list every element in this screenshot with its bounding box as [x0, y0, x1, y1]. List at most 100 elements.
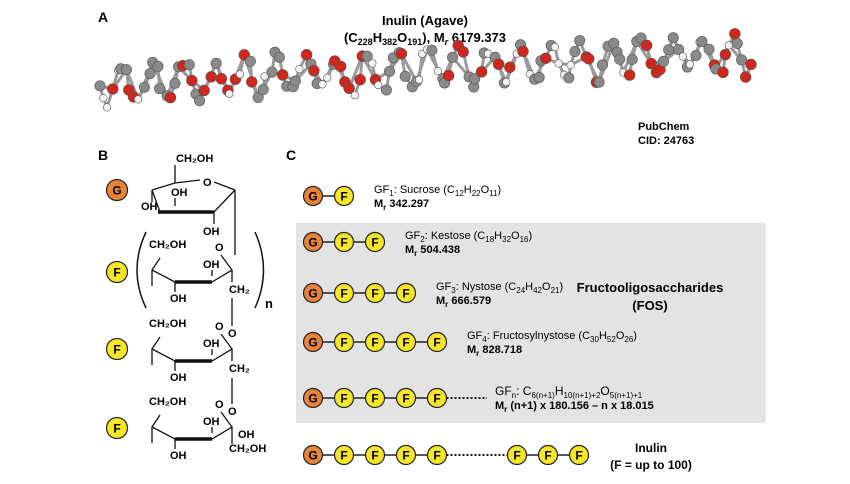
- carbon-atom: [626, 54, 638, 66]
- carbon-atom: [703, 43, 715, 55]
- chain-mass-gfn: Mr (n+1) x 180.156 – n x 18.015: [495, 400, 654, 414]
- oxygen-atom: [300, 49, 313, 61]
- hydrogen-atom: [368, 59, 377, 68]
- oxygen-atom: [457, 46, 469, 58]
- inulin-title: Inulin (Agave): [382, 13, 468, 28]
- carbon-atom: [144, 68, 156, 80]
- chain-name-gf1: GF1: Sucrose (C12H22O11): [374, 184, 501, 198]
- carbon-atom: [194, 95, 206, 107]
- oxygen-atom: [343, 82, 355, 94]
- repeat-bracket-left: [136, 231, 147, 309]
- oxygen-atom: [475, 66, 488, 78]
- fructose-unit-label: F: [340, 236, 347, 250]
- hydrogen-atom: [724, 41, 733, 50]
- hydrogen-atom: [99, 93, 108, 103]
- fructose-unit-label: F: [340, 287, 347, 301]
- fructose-unit-label: F: [340, 336, 347, 350]
- oxygen-atom: [623, 69, 636, 81]
- oxygen-atom: [354, 73, 366, 86]
- oxygen-atom: [215, 73, 228, 85]
- fructose-3-oh-4: OH: [203, 416, 220, 428]
- chain-name-gf4: GF4: Fructosylnystose (C30H52O26): [467, 330, 637, 344]
- ring-bond: [151, 179, 201, 191]
- hydrogen-atom: [323, 73, 332, 82]
- hydrogen-atom: [318, 80, 327, 89]
- unit-f-circle: [105, 416, 129, 440]
- fructose-unit-label: F: [371, 392, 378, 406]
- unit-f-circle: [105, 260, 129, 284]
- fructose-1-ch2oh-left: CH₂OH: [149, 239, 186, 251]
- glucose-unit-label: G: [308, 392, 317, 406]
- hydrogen-atom: [374, 80, 383, 90]
- fructose-unit: [426, 331, 448, 353]
- fructose-unit-label: F: [433, 392, 440, 406]
- carbon-atom: [658, 55, 670, 67]
- oxygen-atom: [198, 84, 210, 97]
- fructose-unit-label: F: [340, 449, 347, 463]
- oxygen-atom: [504, 61, 516, 73]
- fructose-unit: [568, 444, 590, 466]
- fructose-unit-label: F: [513, 449, 520, 463]
- fructose-unit-label: F: [371, 287, 378, 301]
- hydrogen-atom: [134, 95, 143, 104]
- ring-bond: [151, 189, 236, 213]
- carbon-atom: [183, 59, 195, 71]
- fructose-unit-label: F: [575, 449, 582, 463]
- glucose-ch2oh-label: CH₂OH: [176, 153, 213, 165]
- carbon-atom: [663, 44, 675, 56]
- chain-mass-gf1: Mr 342.297: [374, 198, 429, 212]
- oxygen-atom: [395, 48, 408, 60]
- hydrogen-atom: [550, 42, 560, 52]
- fructose-unit-label: F: [433, 336, 440, 350]
- inulin-chain-note: (F = up to 100): [610, 458, 692, 472]
- hydrogen-atom: [350, 91, 360, 100]
- unit-g-label: G: [112, 184, 121, 198]
- chain-mass-gf3: Mr 666.579: [436, 295, 491, 309]
- carbon-atom: [596, 59, 608, 71]
- hydrogen-atom: [102, 103, 112, 112]
- fructose-2-ch2oh-left: CH₂OH: [149, 318, 186, 330]
- oxygen-atom: [719, 48, 732, 61]
- fructose-3-oh-anomeric: OH: [238, 429, 255, 441]
- fructose-unit-label: F: [402, 336, 409, 350]
- oxygen-atom: [205, 71, 217, 83]
- hydrogen-atom: [295, 65, 304, 74]
- oxygen-atom: [334, 60, 347, 73]
- link-oxygen-2: O: [228, 406, 237, 418]
- carbon-atom: [673, 43, 685, 55]
- repeat-n-label: n: [265, 296, 273, 311]
- hydrogen-atom: [678, 52, 687, 61]
- carbon-atom: [447, 51, 459, 63]
- fructose-unit-label: F: [371, 236, 378, 250]
- carbon-atom: [138, 81, 150, 93]
- fructose-3-ch2oh-right: CH₂OH: [229, 443, 266, 455]
- oxygen-atom: [540, 52, 552, 64]
- carbon-atom: [94, 80, 106, 92]
- oxygen-atom: [492, 58, 505, 70]
- fructose-unit-label: F: [371, 336, 378, 350]
- hydrogen-atom: [415, 75, 424, 84]
- carbon-atom: [690, 49, 702, 61]
- carbon-atom: [384, 65, 396, 77]
- chain-name-gfn: GFn: C6(n+1)H10(n+1)+2O5(n+1)+1: [495, 384, 643, 400]
- unit-g-circle: [105, 178, 129, 202]
- oxygen-atom: [717, 66, 729, 79]
- carbon-atom: [252, 91, 264, 103]
- fructose-1-oh-3: OH: [170, 293, 187, 305]
- unit-f-circle: [105, 337, 129, 361]
- glucose-ring-oxygen: O: [203, 177, 212, 189]
- fructose-1-ch2-label: CH₂: [229, 284, 250, 296]
- carbon-atom: [533, 71, 545, 83]
- hydrogen-atom: [225, 89, 234, 98]
- glucose-unit-label: G: [308, 287, 317, 301]
- fructose-2-ch2-label: CH₂: [229, 363, 250, 375]
- carbon-atom: [426, 44, 438, 56]
- fos-abbrev: (FOS): [632, 298, 667, 313]
- fos-label: Fructooligosaccharides: [577, 280, 724, 295]
- fructose-unit: [395, 282, 417, 304]
- glucose-unit-label: G: [308, 236, 317, 250]
- carbon-atom: [563, 72, 575, 84]
- oxygen-atom: [640, 39, 653, 52]
- carbon-atom: [244, 55, 256, 67]
